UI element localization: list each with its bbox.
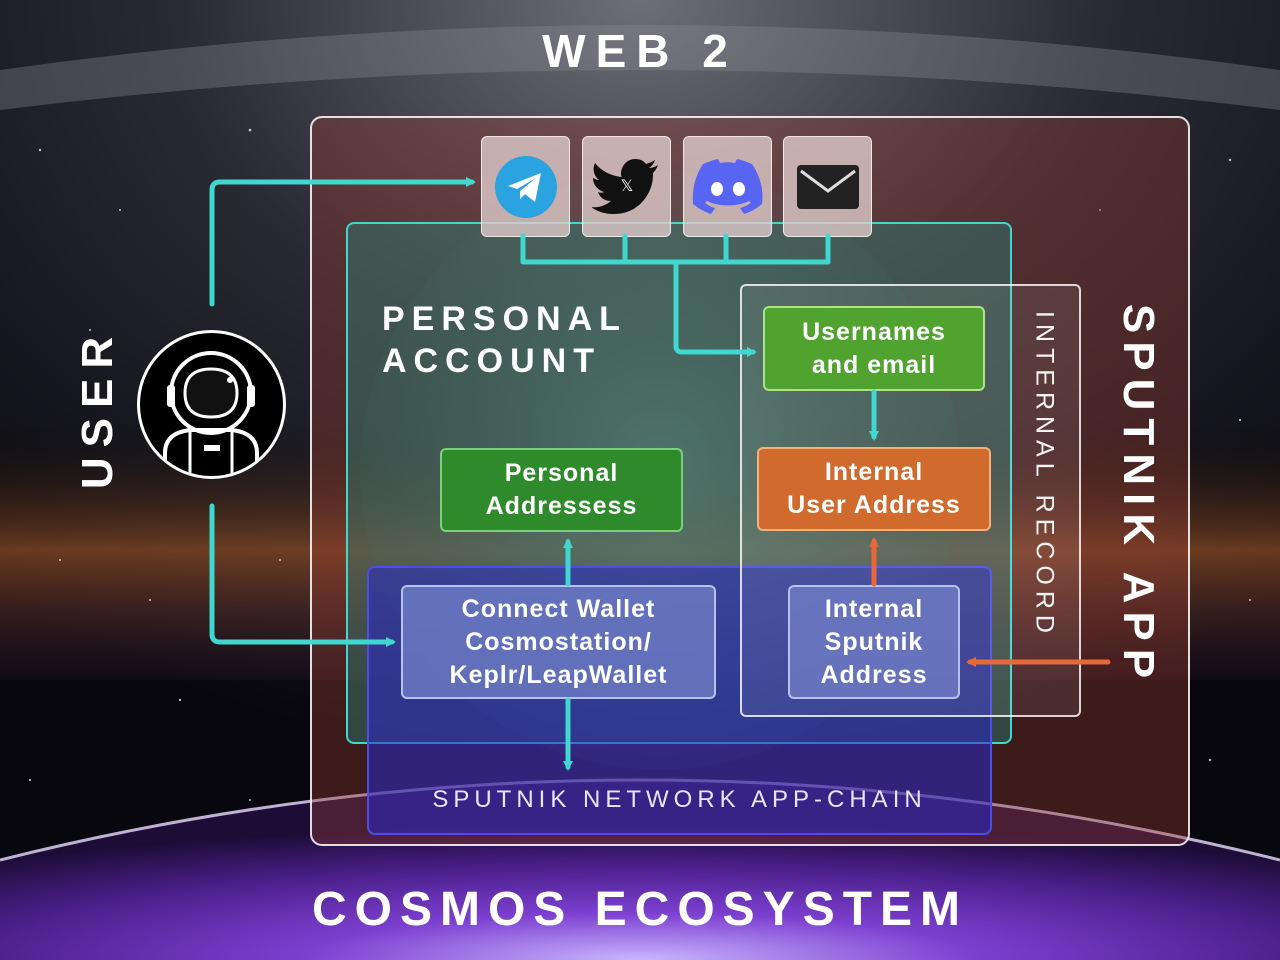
email-icon [796,164,859,209]
astronaut-icon [163,351,259,476]
internal-user-address-node: Internal User Address [757,447,991,531]
social-bracket-connector [520,233,831,265]
user-to-web2-arrow [209,177,476,307]
social-email[interactable] [783,136,872,237]
connect-wallet-node[interactable]: Connect Wallet Cosmostation/ Keplr/LeapW… [401,585,716,699]
user-avatar[interactable] [137,330,286,479]
svg-text:𝕏: 𝕏 [620,176,633,195]
cosmos-ecosystem-title: COSMOS ECOSYSTEM [311,883,969,936]
social-discord[interactable] [683,136,772,237]
personal-addresses-node: Personal Addressess [440,448,683,532]
social-telegram[interactable] [481,136,570,237]
personal-account-label: PERSONAL ACCOUNT [382,300,627,380]
telegram-icon [494,155,557,218]
discord-icon [692,158,763,214]
web2-title: WEB 2 [542,25,738,77]
twitter-icon: 𝕏 [591,158,658,214]
social-twitter[interactable]: 𝕏 [582,136,671,237]
app-chain-label: SPUTNIK NETWORK APP-CHAIN [432,786,927,813]
user-to-wallet-arrow [209,503,396,647]
social-to-usernames-arrow [673,259,757,357]
internal-sputnik-address-node: Internal Sputnik Address [788,585,960,699]
